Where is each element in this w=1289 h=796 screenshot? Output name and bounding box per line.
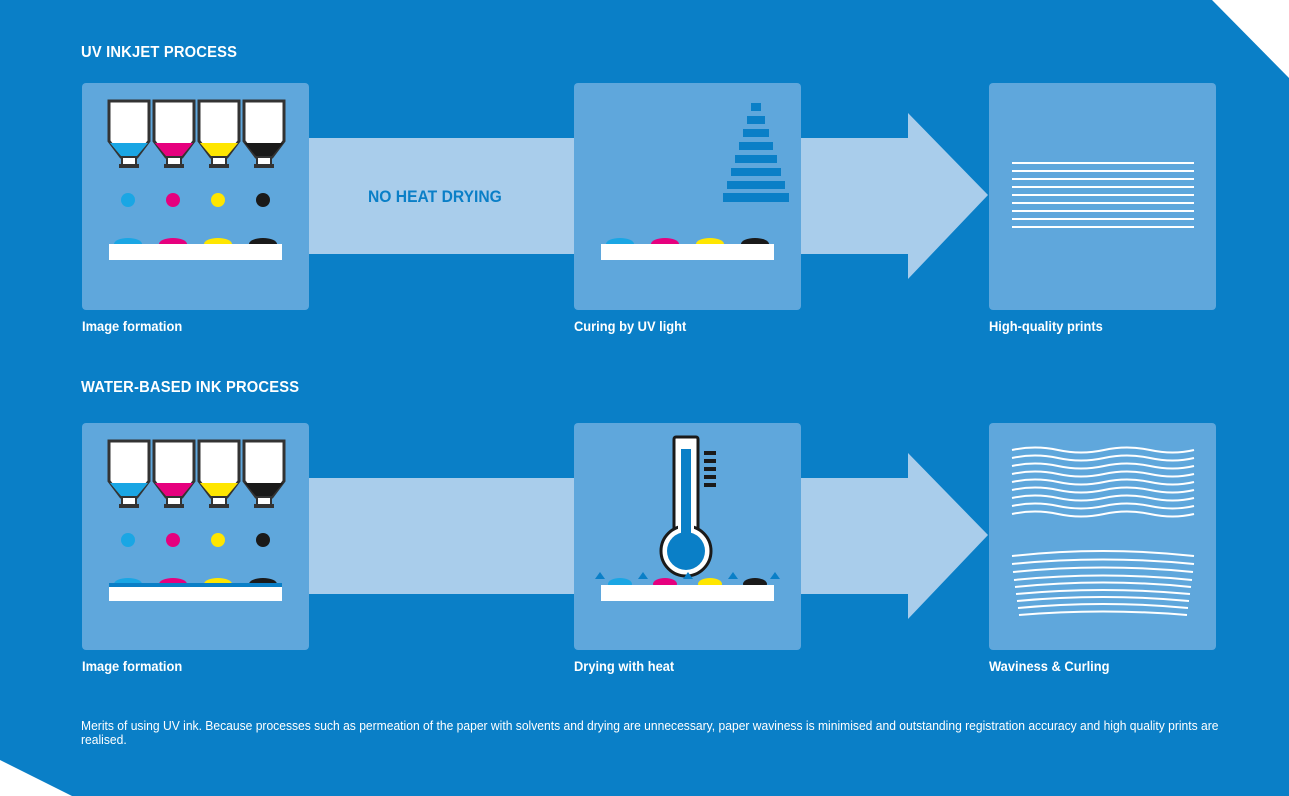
wavy-paper-icon [989,423,1216,650]
step-label-image-formation-water: Image formation [82,658,183,674]
step-panel-waviness [989,423,1216,650]
step-label-image-formation-uv: Image formation [82,318,183,334]
ink-cartridges-icon [82,83,309,310]
step-label-high-quality: High-quality prints [989,318,1103,334]
step-panel-image-formation-water [82,423,309,650]
step-panel-heat-drying [574,423,801,650]
section-title-water: WATER-BASED INK PROCESS [81,379,300,396]
step-panel-high-quality [989,83,1216,310]
step-label-uv-curing: Curing by UV light [574,318,687,334]
footnote: Merits of using UV ink. Because processe… [81,718,1219,747]
thermometer-icon [574,423,801,650]
section-title-uv: UV INKJET PROCESS [81,44,238,61]
step-panel-uv-curing [574,83,801,310]
no-heat-drying-label: NO HEAT DRYING [368,187,502,206]
step-label-heat-drying: Drying with heat [574,658,675,674]
uv-light-icon [574,83,801,310]
ink-cartridges-icon [82,423,309,650]
step-panel-image-formation-uv [82,83,309,310]
flat-paper-icon [989,83,1216,310]
step-label-waviness: Waviness & Curling [989,658,1110,674]
